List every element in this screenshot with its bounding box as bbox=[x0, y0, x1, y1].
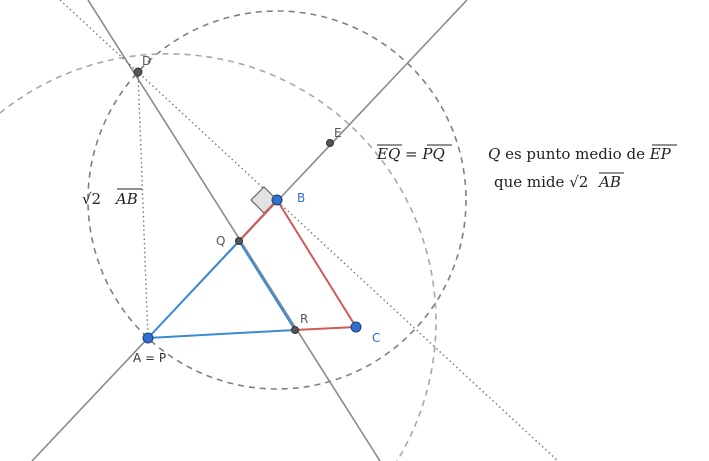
q-line2-text: que mide bbox=[494, 173, 569, 191]
arc-center-a bbox=[0, 53, 437, 461]
segment-bc bbox=[276, 199, 357, 328]
pq-segment: PQ bbox=[421, 145, 444, 163]
segment-rc bbox=[294, 326, 357, 331]
label-c: C bbox=[372, 331, 380, 345]
segment-qr bbox=[238, 240, 296, 331]
label-b: B bbox=[297, 191, 305, 205]
point-e[interactable] bbox=[326, 139, 334, 147]
line-dq bbox=[87, 0, 381, 461]
svg-text:EQ = PQ: EQ = PQ bbox=[376, 145, 445, 163]
label-e: E bbox=[334, 126, 342, 140]
segment-aq bbox=[147, 240, 240, 339]
point-q[interactable] bbox=[235, 237, 243, 245]
segment-ar bbox=[147, 329, 296, 339]
q-line2-radical: √2 bbox=[569, 173, 588, 191]
svg-text:√2 AB: √2 AB bbox=[82, 190, 138, 208]
annotation-sqrt2-ab: √2 AB bbox=[82, 188, 142, 208]
point-a[interactable] bbox=[142, 332, 154, 344]
q-desc: es punto medio de bbox=[505, 145, 650, 163]
label-d: D bbox=[142, 54, 151, 68]
label-q: Q bbox=[216, 234, 225, 248]
eq-segment: EQ bbox=[376, 145, 400, 163]
q-line2-ab: AB bbox=[597, 173, 621, 191]
eq-sign: = bbox=[405, 145, 422, 163]
point-b[interactable] bbox=[271, 194, 283, 206]
annotation-eq-pq: EQ = PQ bbox=[376, 144, 452, 163]
ep-segment: EP bbox=[649, 145, 672, 163]
circle-center-b bbox=[87, 10, 467, 390]
segment-qb bbox=[238, 199, 278, 242]
point-c[interactable] bbox=[350, 321, 362, 333]
annotation-q-midpoint: Q es punto medio de EP que mide √2 AB bbox=[488, 144, 677, 191]
dotted-segment-da bbox=[137, 71, 149, 339]
svg-text:que mide √2 AB: que mide √2 AB bbox=[494, 173, 621, 191]
q-var: Q bbox=[488, 145, 500, 163]
point-d[interactable] bbox=[133, 67, 143, 77]
point-r[interactable] bbox=[291, 326, 299, 334]
svg-text:Q es punto medio de: Q es punto medio de EP bbox=[488, 145, 672, 163]
sqrt2-text: √2 bbox=[82, 190, 101, 208]
dotted-line-db bbox=[59, 0, 559, 461]
label-r: R bbox=[300, 312, 308, 326]
ab-segment: AB bbox=[114, 190, 138, 208]
label-a-p: A = P bbox=[133, 351, 166, 365]
